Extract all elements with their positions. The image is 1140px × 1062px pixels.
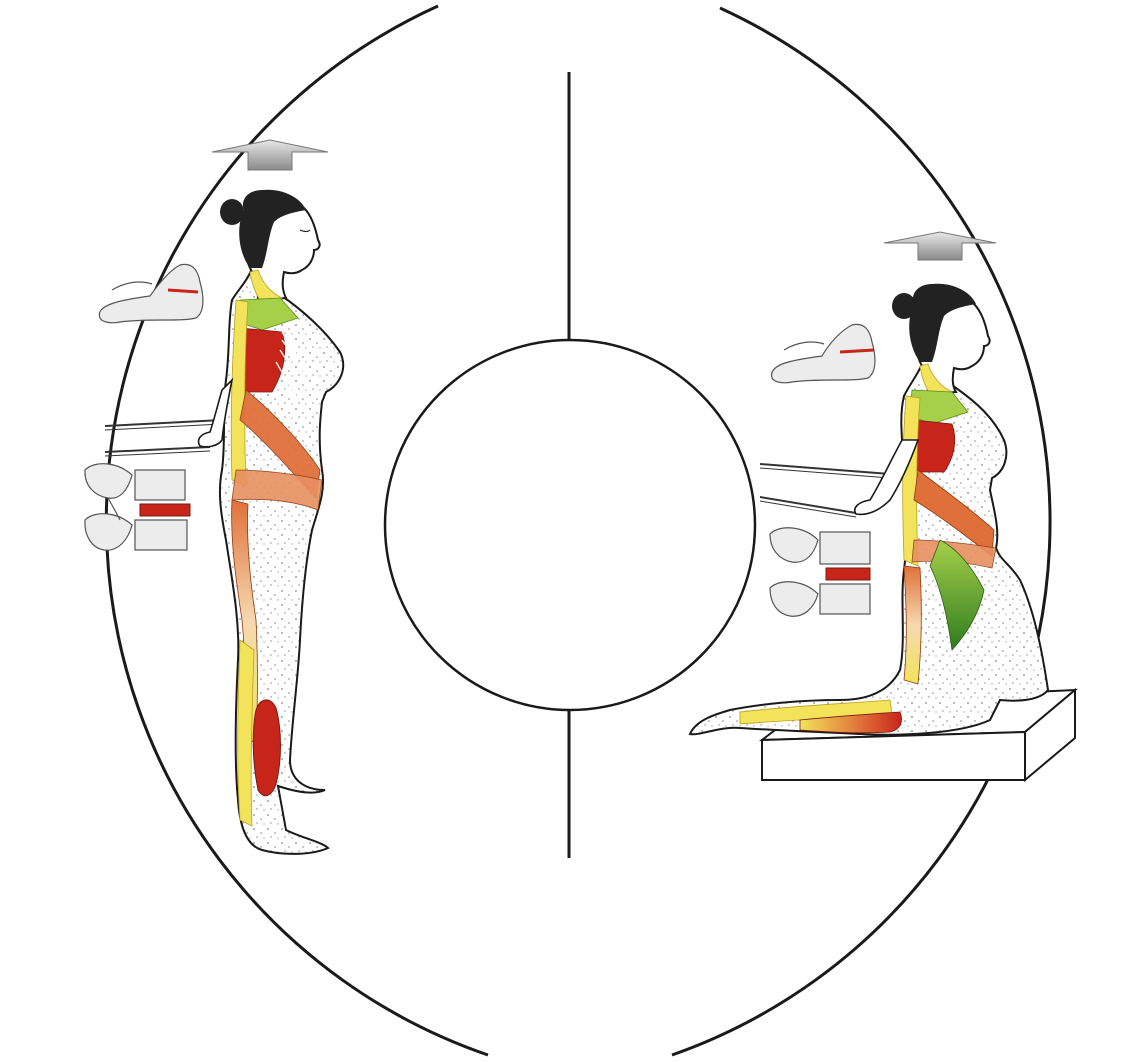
cervical-vertebra-model — [772, 324, 875, 382]
lower-cable — [760, 497, 856, 513]
center-hole — [385, 340, 755, 710]
cervical-vertebra-model — [99, 264, 203, 322]
up-arrow-icon — [212, 140, 328, 170]
standing-head — [220, 190, 320, 300]
standing-figure-panel — [85, 140, 343, 854]
lumbar-vertebra-model — [770, 528, 870, 617]
kneeling-head — [892, 284, 990, 394]
lumbar-vertebra-model — [85, 464, 190, 551]
